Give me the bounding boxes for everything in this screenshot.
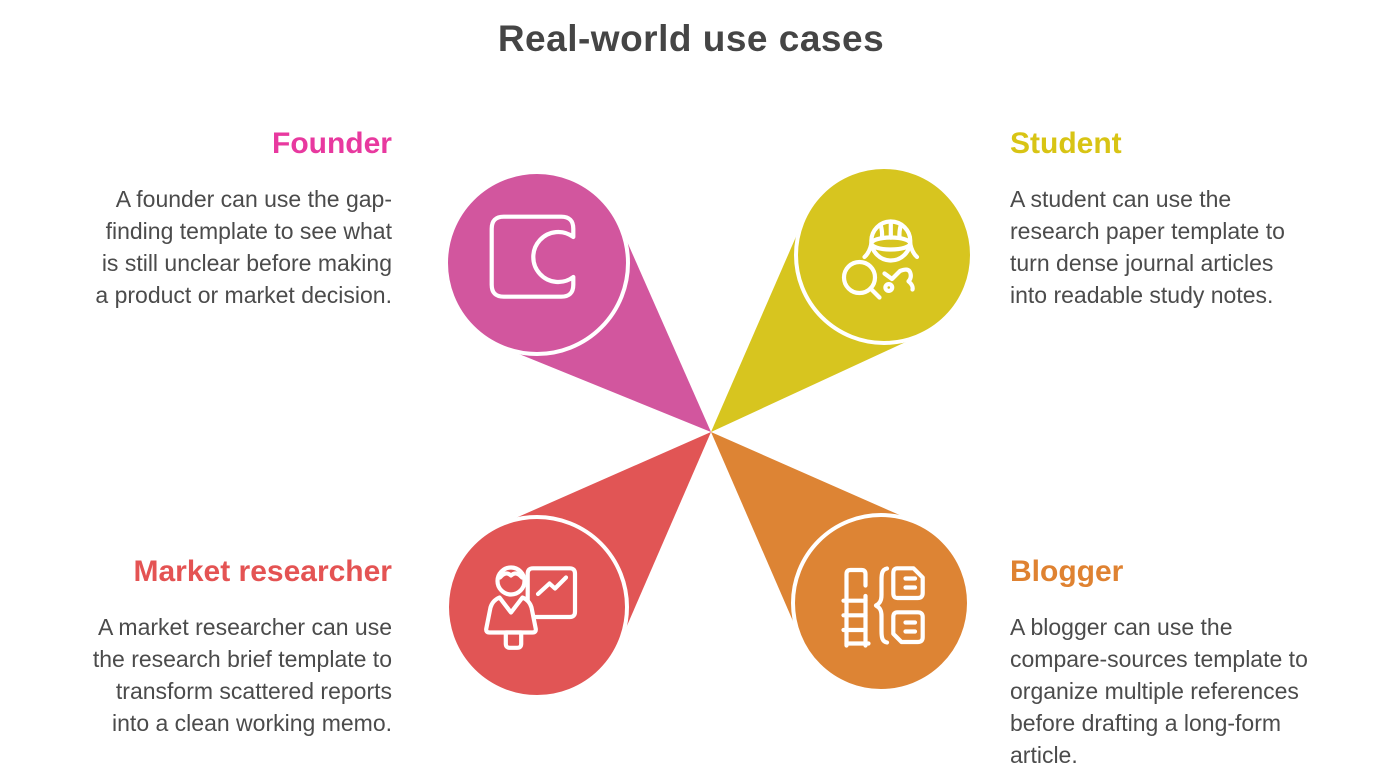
market-researcher-section: Market researcher A market researcher ca… [40,554,392,739]
petal-circle [444,170,630,356]
founder-description: A founder can use the gap- finding templ… [95,186,392,308]
compare-sources-icon [841,566,925,648]
petal-student [711,165,974,432]
student-heading: Student [1010,127,1122,160]
petal-market-researcher [445,432,711,699]
petal-tail [711,432,917,638]
market-researcher-description: A market researcher can use the research… [92,614,392,736]
petal-tail [500,432,711,643]
student-research-icon [841,219,920,300]
petal-circle [794,165,974,345]
student-section: Student A student can use the research p… [1010,126,1340,311]
petal-circle [445,515,629,699]
student-description: A student can use the research paper tem… [1010,186,1285,308]
blogger-heading: Blogger [1010,555,1124,588]
presenter-chart-icon [484,565,578,650]
petal-blogger [711,432,971,693]
founder-section: Founder A founder can use the gap- findi… [40,126,392,311]
founder-heading: Founder [272,127,392,160]
petal-founder [444,170,711,432]
petal-tail [502,226,711,432]
petal-tail [711,219,921,432]
market-researcher-heading: Market researcher [133,555,392,588]
puzzle-piece-icon [489,214,576,299]
page-title: Real-world use cases [497,18,885,59]
blogger-section: Blogger A blogger can use the compare-so… [1010,554,1350,771]
blogger-description: A blogger can use the compare-sources te… [1010,614,1308,768]
